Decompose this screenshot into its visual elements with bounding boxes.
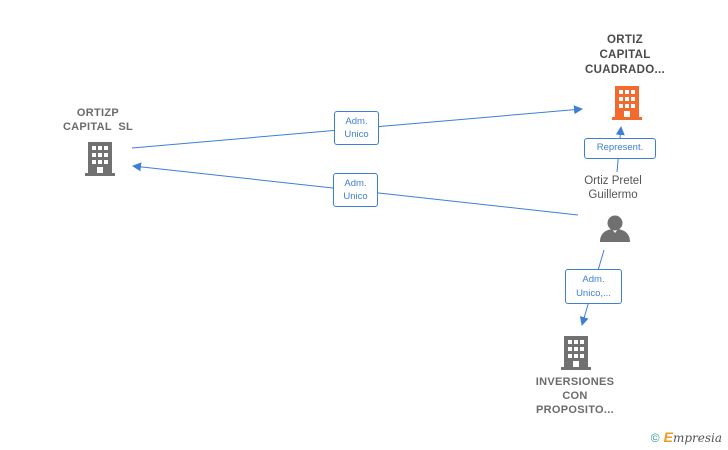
company-label-line: ORTIZ [607,34,643,46]
company-label-inversiones[interactable]: INVERSIONES CON PROPOSITO... [520,375,630,417]
edge-label-represent[interactable]: Represent. [584,138,656,159]
building-icon[interactable] [612,86,642,120]
edge-label-adm-unico[interactable]: Adm. Unico [333,173,378,207]
logo-text: mpresia [672,431,722,445]
copyright-symbol: © [650,431,660,445]
company-label-line: ORTIZP [76,107,120,119]
person-icon[interactable] [600,215,630,243]
edge-label-adm-unico[interactable]: Adm. Unico [334,111,379,145]
company-label-line: PROPOSITO... [536,404,614,416]
company-label-line: CAPITAL [599,49,651,61]
edge-label-line: Adm. [345,116,368,127]
person-label-line: Ortiz Pretel [584,175,642,187]
edge-label-line: Represent. [596,142,644,153]
edge-label-line: Unico,... [576,288,611,299]
edge-label-line: Unico [343,191,368,202]
edge-label-adm-unico-etc[interactable]: Adm. Unico,... [565,269,622,304]
person-label[interactable]: Ortiz Pretel Guillermo [565,174,661,202]
company-label-line: CUADRADO... [585,64,665,76]
company-label-ortiz-capital[interactable]: ORTIZ CAPITAL CUADRADO... [570,33,680,78]
building-icon[interactable] [561,336,591,370]
edge-label-line: Unico [344,129,369,140]
logo-initial: E [663,429,673,445]
edge-label-line: Adm. [582,274,605,285]
building-icon[interactable] [85,142,115,176]
edge-label-line: Adm. [344,178,367,189]
company-label-line: INVERSIONES [535,376,615,388]
company-label-line: CON [562,390,588,402]
person-label-line: Guillermo [588,189,638,201]
company-label-line: CAPITAL SL [62,121,134,133]
company-label-ortizp[interactable]: ORTIZP CAPITAL SL [50,106,146,134]
empresia-logo: ©Empresia [651,429,722,445]
